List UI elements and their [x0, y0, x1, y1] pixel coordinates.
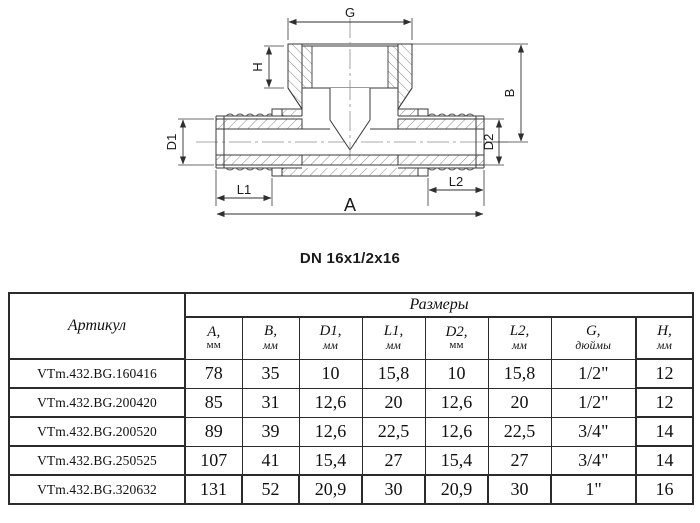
cell-D2: 15,4 — [424, 445, 489, 476]
cell-B: 31 — [241, 387, 300, 418]
cell-D1: 15,4 — [298, 445, 363, 476]
cell-H: 14 — [634, 416, 695, 447]
header-article: Артикул — [8, 292, 186, 360]
header-col-L1-unit: мм — [385, 340, 402, 353]
cell-B: 39 — [241, 416, 300, 447]
header-col-G: G, дюймы — [550, 316, 637, 360]
cell-L2: 15,8 — [487, 358, 552, 389]
cell-L2: 27 — [487, 445, 552, 476]
header-col-G-unit: дюймы — [575, 340, 612, 353]
cell-G: 1/2" — [550, 358, 637, 389]
dimension-label-L2: L2 — [449, 174, 463, 189]
table-row[interactable]: VTm.432.BG.200520 89 39 12,6 22,5 12,6 2… — [8, 416, 695, 447]
cell-H: 12 — [634, 387, 695, 418]
cell-L1: 30 — [361, 474, 426, 505]
cell-G: 3/4" — [550, 416, 637, 447]
cell-L2: 30 — [487, 474, 552, 505]
specs-table-container: Артикул Размеры A, мм B, мм D1, мм — [8, 292, 695, 505]
cell-L1: 20 — [361, 387, 426, 418]
cell-A: 131 — [184, 474, 243, 505]
cell-D2: 10 — [424, 358, 489, 389]
cell-L2: 20 — [487, 387, 552, 418]
header-col-D2-unit: мм — [449, 339, 464, 352]
cell-B: 52 — [241, 474, 300, 505]
dimension-label-H: H — [250, 62, 265, 71]
cell-L1: 22,5 — [361, 416, 426, 447]
cell-article: VTm.432.BG.320632 — [8, 474, 186, 505]
cell-L2: 22,5 — [487, 416, 552, 447]
dimension-label-L1: L1 — [237, 182, 251, 197]
cell-article: VTm.432.BG.200420 — [8, 387, 186, 418]
cell-D2: 12,6 — [424, 416, 489, 447]
cell-article: VTm.432.BG.160416 — [8, 358, 186, 389]
dimension-label-D2: D2 — [481, 134, 496, 151]
header-col-D2: D2, мм — [424, 316, 489, 360]
header-col-D2-symbol: D2, — [445, 323, 468, 340]
header-col-D1: D1, мм — [298, 316, 363, 360]
table-header-row-group: Артикул Размеры — [8, 292, 695, 360]
cell-D1: 10 — [298, 358, 363, 389]
header-dimensions-group: Размеры — [183, 292, 695, 318]
header-col-B-symbol: B, — [264, 323, 277, 340]
cell-D2: 12,6 — [424, 387, 489, 418]
table-row[interactable]: VTm.432.BG.200420 85 31 12,6 20 12,6 20 … — [8, 387, 695, 418]
cell-article: VTm.432.BG.200520 — [8, 416, 186, 447]
header-col-H-symbol: H, — [657, 323, 672, 340]
header-col-L2-unit: мм — [511, 340, 528, 353]
cell-B: 35 — [241, 358, 300, 389]
cell-D1: 12,6 — [298, 416, 363, 447]
header-col-A-symbol: A, — [207, 323, 221, 340]
dimension-label-G: G — [345, 5, 355, 20]
cell-A: 78 — [184, 358, 243, 389]
cell-article: VTm.432.BG.250525 — [8, 445, 186, 476]
header-col-D1-unit: мм — [322, 340, 339, 353]
header-col-H: H, мм — [634, 316, 695, 360]
specs-table-body: VTm.432.BG.160416 78 35 10 15,8 10 15,8 … — [8, 358, 695, 505]
cell-D1: 12,6 — [298, 387, 363, 418]
dimension-label-D1: D1 — [164, 134, 179, 151]
header-col-L1: L1, мм — [361, 316, 426, 360]
header-col-A: A, мм — [184, 316, 243, 360]
header-col-G-symbol: G, — [585, 323, 601, 340]
cell-L1: 27 — [361, 445, 426, 476]
table-header-row-columns: A, мм B, мм D1, мм L1, мм — [9, 316, 695, 360]
table-row[interactable]: VTm.432.BG.320632 131 52 20,9 30 20,9 30… — [8, 474, 695, 505]
cell-G: 3/4" — [550, 445, 637, 476]
header-col-A-unit: мм — [206, 339, 221, 352]
cell-H: 16 — [634, 474, 695, 505]
drawing-caption: DN 16x1/2x16 — [299, 250, 401, 267]
cell-A: 85 — [184, 387, 243, 418]
cell-B: 41 — [241, 445, 300, 476]
specifications-table: Артикул Размеры A, мм B, мм D1, мм — [8, 292, 695, 505]
table-row[interactable]: VTm.432.BG.160416 78 35 10 15,8 10 15,8 … — [8, 358, 695, 389]
header-col-D1-symbol: D1, — [319, 323, 342, 340]
header-col-L2: L2, мм — [487, 316, 552, 360]
header-col-B-unit: мм — [262, 340, 279, 353]
cell-A: 107 — [184, 445, 243, 476]
cell-H: 12 — [634, 358, 695, 389]
header-col-L2-symbol: L2, — [509, 323, 530, 340]
header-col-B: B, мм — [241, 316, 300, 360]
header-col-L1-symbol: L1, — [383, 323, 404, 340]
cell-D1: 20,9 — [298, 474, 363, 505]
technical-drawing: G H B D1 D2 L1 L2 A — [164, 5, 528, 218]
dimension-label-A: A — [344, 195, 356, 215]
cell-D2: 20,9 — [424, 474, 489, 505]
cell-G: 1" — [550, 474, 637, 505]
cell-A: 89 — [184, 416, 243, 447]
table-row[interactable]: VTm.432.BG.250525 107 41 15,4 27 15,4 27… — [8, 445, 695, 476]
dimension-label-B: B — [502, 89, 517, 98]
header-col-H-unit: мм — [656, 339, 673, 352]
cell-G: 1/2" — [550, 387, 637, 418]
cell-L1: 15,8 — [361, 358, 426, 389]
cell-H: 14 — [634, 445, 695, 476]
